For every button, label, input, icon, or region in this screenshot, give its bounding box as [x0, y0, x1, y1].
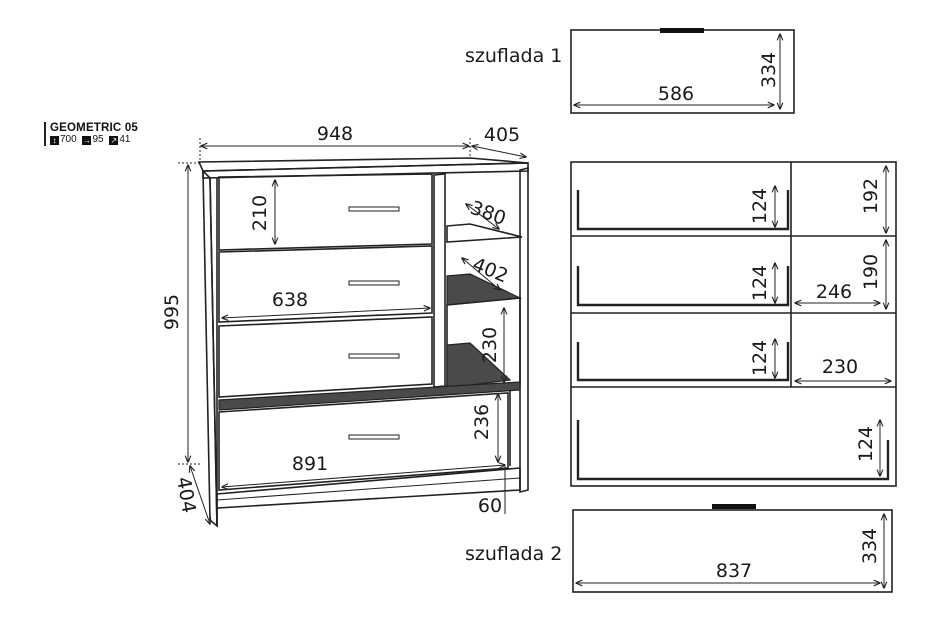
dim-line-405	[472, 146, 526, 157]
dim-width: 948	[317, 123, 353, 145]
drawer-front-3	[218, 316, 433, 398]
dim-box2-h: 124	[749, 265, 771, 301]
drawer-front-1	[218, 173, 433, 251]
dim-line-638	[222, 308, 430, 318]
spec-height: 700	[60, 134, 77, 145]
dim-line-380	[466, 204, 499, 229]
drawer-box-3	[576, 342, 790, 382]
spec-depth: 41	[119, 134, 131, 145]
left-side-front	[209, 177, 218, 527]
niche-back-lower	[446, 342, 512, 389]
dim-sec1-h: 192	[860, 178, 882, 214]
dim-bottom-drawer-w: 891	[292, 453, 328, 475]
plinth	[216, 467, 521, 509]
drawer-2-topview: szuflada 2 837 334	[465, 504, 893, 593]
dim-niche-h: 230	[479, 327, 501, 363]
drawer-box-4	[576, 420, 890, 481]
dim-line-402	[462, 258, 500, 290]
dark-shelf-band	[218, 381, 521, 411]
dim-height: 995	[161, 294, 183, 330]
brand-title: GEOMETRIC 05	[50, 122, 139, 134]
brand-specs: ↕700 →95 ↗41	[50, 134, 138, 146]
left-side-panel	[202, 169, 218, 528]
dim-d1-d: 334	[758, 52, 780, 88]
dim-bottom-drawer-h: 236	[471, 404, 493, 440]
dim-sec3-w: 230	[822, 356, 858, 378]
dim-drawer-front-h: 210	[249, 195, 271, 231]
dim-box3-h: 124	[749, 340, 771, 376]
dim-box1-h: 124	[749, 188, 771, 224]
drawer-handle-4	[348, 434, 400, 440]
dim-d2-w: 837	[716, 560, 752, 582]
center-divider	[433, 173, 446, 388]
drawer-handle-1	[348, 206, 400, 212]
section-outline	[570, 161, 897, 487]
drawer-handle-2	[348, 280, 400, 286]
depth-icon: ↗	[109, 136, 119, 145]
drawer-box-1	[576, 190, 790, 231]
cabinet-drawing: 948 405 995 404 210 638 380 402 230 236 …	[161, 123, 529, 528]
height-icon: ↕	[50, 136, 59, 145]
brand-block: GEOMETRIC 05 ↕700 →95 ↗41	[44, 122, 138, 146]
drawer-front-2	[218, 245, 433, 323]
top-shelf	[446, 223, 523, 243]
dim-line-404	[190, 466, 210, 524]
label-drawer-2: szuflada 2	[465, 543, 562, 565]
dim-drawer-front-w: 638	[272, 289, 308, 311]
width-icon: →	[82, 136, 92, 145]
drawer-2-handle	[712, 504, 756, 509]
spec-width: 95	[92, 134, 104, 145]
drawer-box-2	[576, 266, 790, 307]
dim-sec2-w: 246	[816, 281, 852, 303]
drawer-front-4	[218, 392, 509, 491]
dim-box4-h: 124	[855, 426, 877, 462]
drawer-1-handle	[660, 28, 704, 33]
dim-line-891	[222, 465, 505, 487]
dim-sec2-h: 190	[860, 254, 882, 290]
drawer-2-outline	[572, 509, 893, 593]
drawer-handle-3	[348, 353, 400, 359]
dim-d1-w: 586	[658, 83, 694, 105]
label-drawer-1: szuflada 1	[465, 45, 562, 67]
dim-d2-d: 334	[859, 528, 881, 564]
right-side-panel	[519, 166, 529, 494]
dim-depth: 405	[484, 124, 520, 146]
drawer-1-topview: szuflada 1 586 334	[465, 28, 795, 114]
section-view: 124 124 124 124 192 190 246 230	[570, 161, 897, 487]
dim-plinth-h: 60	[478, 495, 502, 517]
